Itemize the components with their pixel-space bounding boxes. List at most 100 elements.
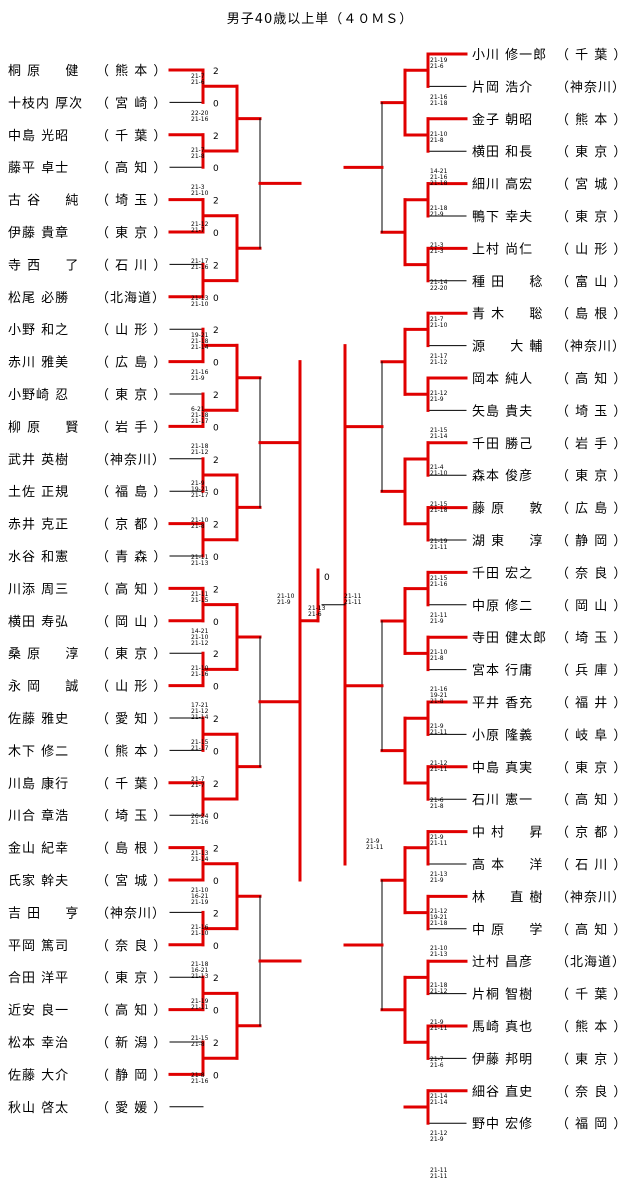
match-score: 21-9: [430, 877, 444, 884]
match-score: 21-10: [430, 322, 448, 329]
player-prefecture: （ 新 潟 ）: [96, 1035, 167, 1051]
game-score: 2: [213, 909, 219, 919]
match-score: 19-21: [430, 692, 448, 699]
match-score: 21-11: [430, 1173, 448, 1180]
player-name: 寺 西 了: [8, 258, 79, 273]
player-prefecture: （ 千 葉 ）: [556, 48, 627, 63]
player-name: 桐 原 健: [8, 64, 79, 79]
player-name: 古 谷 純: [8, 194, 79, 209]
player-name: 高 本 洋: [472, 857, 543, 873]
player-prefecture: （ 福 岡 ）: [556, 1117, 627, 1132]
match-score: 21-19: [430, 57, 448, 64]
game-score: 0: [213, 423, 219, 433]
player-prefecture: （ 東 京 ）: [556, 209, 627, 225]
player-name: 佐藤 雅史: [8, 712, 69, 727]
player-name: 松本 幸治: [8, 1036, 69, 1051]
player-name: 柳 原 賢: [8, 420, 79, 435]
player-name: 林 直 樹: [472, 890, 543, 905]
match-score: 21-10: [277, 593, 295, 600]
match-score: 21-9: [430, 211, 444, 218]
match-score: 21-16: [191, 369, 209, 376]
player-name: 森本 俊彦: [472, 468, 533, 484]
match-score: 21-14: [191, 714, 209, 721]
player-prefecture: （ 千 葉 ）: [96, 777, 167, 792]
player-prefecture: （ 岡 山 ）: [556, 599, 627, 614]
player-name: 吉 田 亨: [8, 905, 79, 921]
match-score: 21-14: [191, 344, 209, 351]
match-score: 21-11: [191, 1004, 209, 1011]
match-score: 21-16: [430, 581, 448, 588]
game-score: 2: [213, 780, 219, 790]
player-name: 合田 洋平: [8, 971, 69, 986]
match-score: 21-10: [430, 649, 448, 656]
player-prefecture: （北海道）: [96, 291, 166, 306]
match-score: 26-24: [191, 813, 209, 820]
match-score: 21-6: [191, 79, 205, 86]
match-score: 21-6: [430, 63, 444, 70]
match-score: 21-18: [430, 180, 448, 187]
match-score: 21-6: [308, 611, 322, 618]
game-score: 2: [213, 845, 219, 855]
match-score: 21-7: [191, 147, 205, 154]
player-name: 鴨下 幸夫: [472, 210, 533, 225]
player-prefecture: （ 東 京 ）: [96, 387, 167, 403]
game-score: 2: [213, 132, 219, 142]
game-score: 2: [213, 391, 219, 401]
player-name: 中 村 昇: [472, 826, 543, 841]
player-name: 平岡 篤司: [8, 939, 69, 954]
match-score: 21-8: [191, 1072, 205, 1079]
player-name: 桑 原 淳: [8, 646, 79, 662]
match-score: 21-6: [430, 797, 444, 804]
match-score: 21-11: [344, 593, 362, 600]
player-prefecture: （ 熊 本 ）: [96, 743, 167, 759]
match-score: 19-21: [191, 332, 209, 339]
match-score: 21-18: [430, 920, 448, 927]
player-prefecture: （神奈川）: [96, 453, 166, 468]
match-score: 21-17: [191, 258, 209, 265]
match-score: 21-17: [430, 353, 448, 360]
match-score: 21-7: [191, 776, 205, 783]
player-name: 矢島 貴夫: [472, 404, 533, 419]
player-prefecture: （ 京 都 ）: [556, 826, 627, 841]
player-prefecture: （ 東 京 ）: [96, 225, 167, 241]
player-name: 片岡 浩介: [472, 80, 533, 95]
player-prefecture: （ 島 根 ）: [556, 307, 627, 322]
player-name: 横田 和長: [472, 145, 533, 160]
player-name: 源 大 輔: [472, 340, 543, 355]
match-score: 21-6: [430, 1062, 444, 1069]
match-score: 21-12: [430, 988, 448, 995]
game-score: 0: [213, 1071, 219, 1081]
match-score: 21-8: [430, 655, 444, 662]
player-prefecture: （ 埼 玉 ）: [556, 404, 627, 419]
game-score: 2: [213, 585, 219, 595]
player-name: 横田 寿弘: [8, 615, 69, 630]
match-score: 21-9: [430, 834, 444, 841]
player-prefecture: （ 山 形 ）: [96, 680, 167, 695]
player-prefecture: （ 埼 玉 ）: [96, 809, 167, 824]
match-score: 21-7: [191, 227, 205, 234]
match-score: 21-12: [430, 359, 448, 366]
player-prefecture: （北海道）: [556, 955, 626, 970]
player-name: 金山 紀幸: [8, 841, 69, 857]
player-prefecture: （ 高 知 ）: [556, 922, 627, 938]
match-score: 21-12: [430, 760, 448, 767]
player-prefecture: （ 福 井 ）: [556, 696, 627, 711]
match-score: 21-11: [191, 591, 209, 598]
player-prefecture: （神奈川）: [556, 80, 626, 95]
match-score: 21-18: [430, 100, 448, 107]
match-score: 21-19: [191, 899, 209, 906]
match-score: 21-13: [191, 560, 209, 567]
player-prefecture: （ 奈 良 ）: [556, 565, 627, 581]
player-prefecture: （ 千 葉 ）: [556, 988, 627, 1003]
player-prefecture: （ 広 島 ）: [556, 502, 627, 517]
match-score: 21-15: [430, 501, 448, 508]
player-prefecture: （ 愛 媛 ）: [96, 1101, 167, 1116]
player-prefecture: （ 広 島 ）: [96, 356, 167, 371]
game-score: 0: [213, 99, 219, 109]
match-score: 19-21: [191, 486, 209, 493]
player-name: 宮本 行庸: [472, 663, 533, 679]
match-score: 21-3: [191, 184, 205, 191]
match-score: 21-7: [191, 782, 205, 789]
player-prefecture: （ 高 知 ）: [556, 371, 627, 387]
match-score: 21-17: [191, 492, 209, 499]
